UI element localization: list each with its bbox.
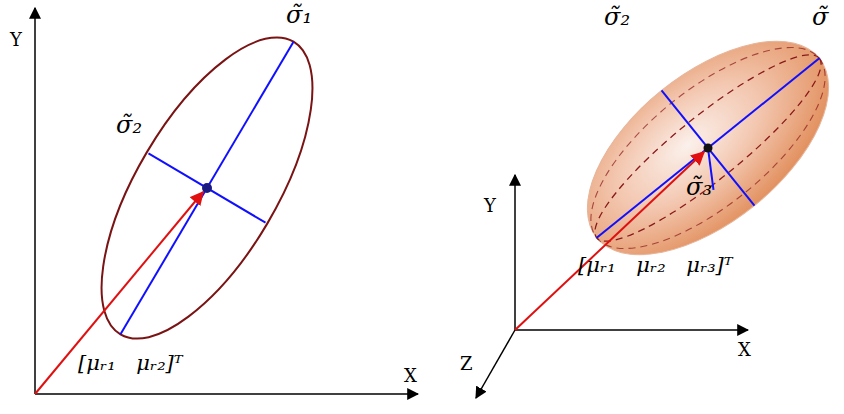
center-dot: [704, 144, 713, 153]
sigma-label: σ̃₃: [686, 174, 712, 200]
sigma-label: σ̃₂: [116, 112, 142, 138]
axis-label: Y: [484, 196, 496, 216]
center-dot: [202, 183, 212, 193]
axis-label: Y: [10, 30, 22, 50]
ellipse-2d: [60, 6, 354, 370]
sigma-label: σ̃₁: [286, 2, 312, 28]
axis-label: X: [404, 366, 417, 386]
mean-label: [μᵣ₁ μᵣ₂]ᵀ: [78, 352, 183, 375]
sigma-label: σ̃₂: [604, 4, 630, 30]
mean-label: [μᵣ₁ μᵣ₂ μᵣ₃]ᵀ: [578, 254, 733, 277]
sigma-label: σ̃: [812, 4, 828, 30]
axes-2d: [35, 8, 418, 394]
axis-label: X: [738, 340, 751, 360]
mean-vector: [35, 192, 203, 394]
axis-label: Z: [460, 354, 473, 374]
mean-vector: [515, 152, 704, 330]
ellipsoid: [550, 1, 844, 296]
